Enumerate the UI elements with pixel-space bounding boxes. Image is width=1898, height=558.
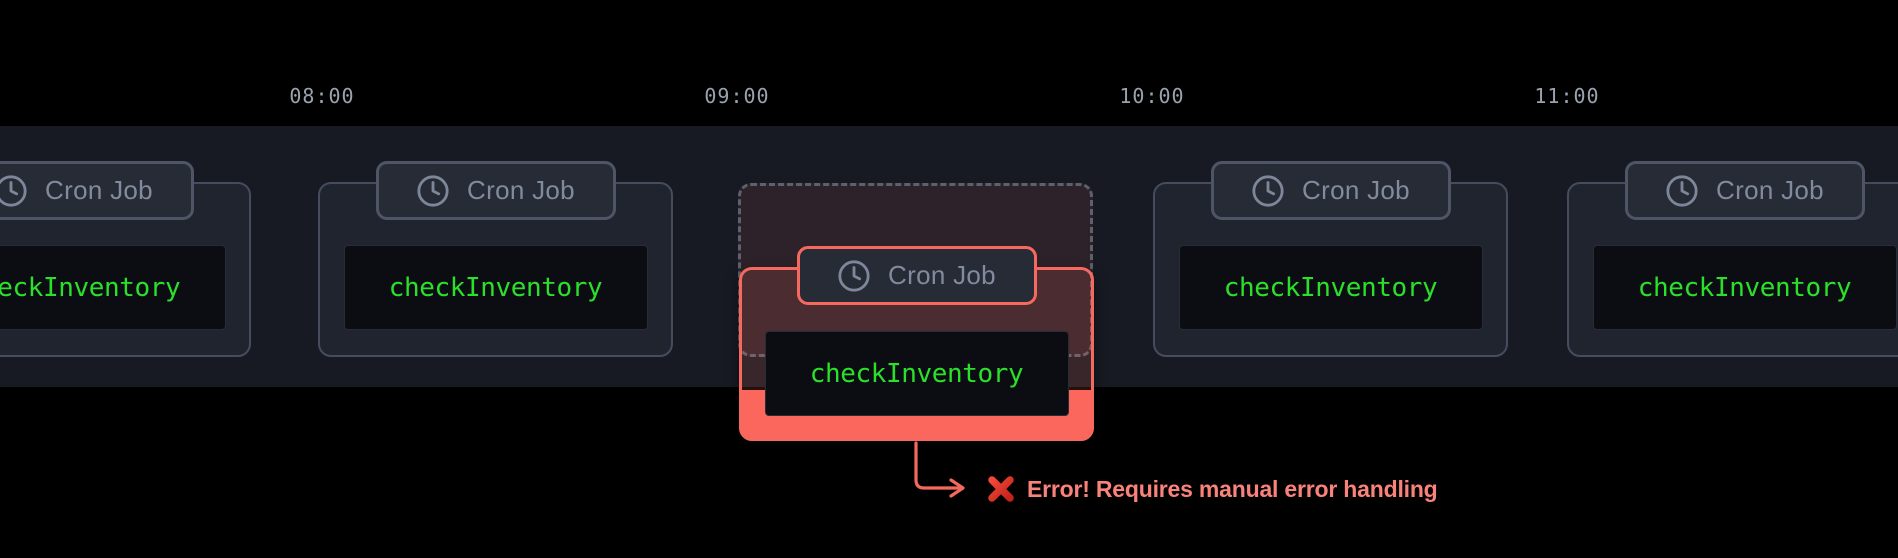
time-label: 08:00 — [289, 84, 355, 108]
clock-icon — [1252, 174, 1284, 207]
cron-job-card: Cron Job checkInventory — [1153, 161, 1508, 357]
job-name: checkInventory — [1637, 272, 1852, 303]
error-cross-icon — [988, 476, 1014, 502]
time-label: 10:00 — [1119, 84, 1185, 108]
badge-label: Cron Job — [1302, 175, 1410, 205]
clock-icon — [838, 259, 870, 292]
clock-icon — [1666, 174, 1698, 207]
error-message: Error! Requires manual error handling — [1027, 476, 1438, 502]
badge-label: Cron Job — [888, 260, 996, 290]
cron-job-card: Cron Job checkInventory — [1567, 161, 1898, 357]
time-label: 11:00 — [1534, 84, 1600, 108]
cron-job-badge: Cron Job — [1210, 161, 1451, 220]
cron-job-badge: Cron Job — [375, 161, 616, 220]
cron-job-card: Cron Job checkInventory — [318, 161, 673, 357]
job-code-box: checkInventory — [1592, 245, 1897, 330]
badge-label: Cron Job — [45, 175, 153, 205]
job-name: checkInventory — [1223, 272, 1438, 303]
clock-icon — [0, 174, 27, 207]
job-code-box: checkInventory — [1178, 245, 1483, 330]
cron-job-badge: Cron Job — [1624, 161, 1865, 220]
time-label: 09:00 — [704, 84, 770, 108]
cron-job-card-error: Cron Job checkInventory — [739, 246, 1094, 441]
job-name: checkInventory — [388, 272, 603, 303]
badge-label: Cron Job — [467, 175, 575, 205]
job-code-box: checkInventory — [764, 331, 1069, 416]
clock-icon — [417, 174, 449, 207]
cron-job-card: Cron Job checkInventory — [0, 161, 251, 357]
job-code-box: checkInventory — [343, 245, 648, 330]
cron-job-badge: Cron Job — [0, 161, 194, 220]
job-code-box: checkInventory — [0, 245, 226, 330]
job-name: checkInventory — [809, 358, 1024, 389]
cron-job-badge: Cron Job — [796, 246, 1037, 305]
job-name: checkInventory — [0, 272, 181, 303]
error-connector-arrow — [914, 441, 965, 498]
badge-label: Cron Job — [1716, 175, 1824, 205]
